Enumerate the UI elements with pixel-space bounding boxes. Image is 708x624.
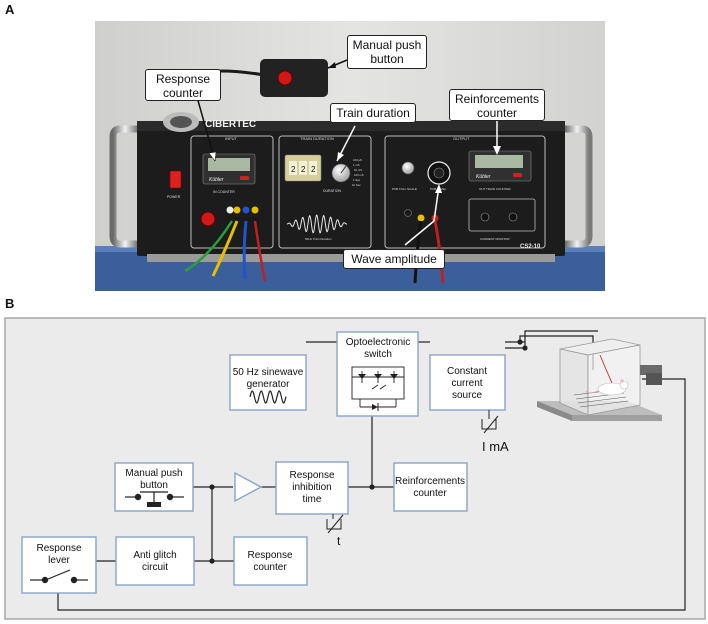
duration-label: DURATION — [323, 189, 341, 193]
input-section-frame — [190, 135, 274, 249]
agc-line-1b: circuit — [142, 562, 168, 573]
rl-line-2: lever — [48, 555, 70, 566]
amplifier-triangle — [234, 471, 263, 503]
callout-manual-push-button: Manual push button — [347, 35, 427, 69]
sinewave-icon — [249, 390, 287, 404]
input-label: INPUT — [225, 136, 238, 141]
block-constant-current-source — [429, 354, 506, 411]
resp-line-2: counter — [253, 562, 287, 573]
train-duration-sub-label: 50Hz Train Duration — [305, 237, 332, 241]
duration-option-5: 1 Sec — [353, 178, 361, 182]
resp-line-1: Response — [247, 550, 292, 561]
time-adjust-icon — [326, 514, 344, 534]
duration-option-3: 10 mS — [354, 168, 362, 172]
pcb-full-scale-label: PCB FULL SCALE — [392, 187, 417, 191]
left-handle — [109, 125, 137, 248]
push-button-switch-icon — [125, 491, 184, 507]
current-adjust-icon — [481, 410, 499, 434]
train-waveform — [286, 214, 348, 234]
sinewave-line-1: 50 Hz sinewave — [233, 367, 304, 378]
duration-option-6: 10 Sec — [352, 183, 361, 187]
thumbwheel-digit-3: 2 — [311, 165, 316, 174]
block-response-inhibition-time — [275, 461, 349, 515]
train-section-frame — [278, 135, 372, 249]
ccs-line-1: Constant — [447, 366, 487, 377]
push-button-red — [277, 70, 293, 86]
thumbwheel-digit-2: 2 — [301, 165, 306, 174]
power-label: POWER — [167, 195, 181, 199]
push-button-box — [260, 59, 328, 97]
sinewave-line-2: generator — [247, 379, 290, 390]
callout-train-duration: Train duration — [330, 103, 416, 123]
current-monitor-box — [468, 198, 536, 232]
panel-a-label: A — [5, 2, 15, 17]
ccs-line-3: source — [452, 390, 482, 401]
thumbwheel-digit-1: 2 — [291, 165, 296, 174]
rc-line-2: counter — [413, 488, 447, 499]
duration-option-1: 100 µS — [353, 158, 362, 162]
input-red-knob — [200, 211, 216, 227]
callout-response-counter: Response counter — [145, 69, 221, 101]
output-label: OUTPUT — [453, 136, 470, 141]
lever-switch-icon — [30, 569, 88, 584]
train-duration-label: TRAIN DURATION — [300, 136, 334, 141]
in-counter-lcd — [208, 158, 250, 171]
full-scale-knob — [401, 161, 415, 175]
panel-b-label: B — [5, 296, 15, 311]
callout-wave-amplitude: Wave amplitude — [343, 249, 445, 269]
callout-reinforcements-counter: Reinforcements counter — [449, 89, 545, 121]
in-counter-label: IN COUNTER — [213, 190, 235, 194]
block-reinforcements-counter — [393, 462, 468, 512]
out-counter-brand: Kübler — [476, 174, 491, 180]
out-counter-label: OUT TRAIN COUNTER — [479, 187, 512, 191]
time-label: t — [337, 534, 341, 548]
rc-line-1: Reinforcements — [395, 476, 465, 487]
block-response-counter — [233, 536, 308, 586]
rit-line-2: inhibition — [292, 482, 331, 493]
ccs-line-2: current — [451, 378, 482, 389]
agc-line-1a: Anti glitch — [133, 550, 176, 561]
model-label: CS2-10 — [520, 244, 541, 250]
duration-option-2: 1 mS — [353, 163, 360, 167]
power-switch — [169, 170, 182, 189]
opto-line-1: Optoelectronic — [346, 337, 410, 348]
duration-option-4: 100 mS — [354, 173, 364, 177]
rit-line-3: time — [303, 494, 322, 505]
in-counter-brand: Kübler — [209, 177, 224, 183]
block-response-lever — [21, 536, 97, 594]
output-section-frame — [384, 135, 546, 249]
right-handle — [565, 125, 593, 248]
rl-line-1: Response — [36, 543, 81, 554]
block-anti-glitch-circuit — [115, 536, 195, 586]
rit-line-1: Response — [289, 470, 334, 481]
operant-chamber-illustration — [537, 338, 662, 421]
current-monitor-label: CURRENT MONITOR — [480, 237, 510, 241]
out-counter-lcd — [475, 155, 523, 168]
opto-line-2: switch — [364, 349, 392, 360]
block-manual-push-button — [114, 462, 194, 512]
current-label: I mA — [482, 439, 509, 454]
brand-text: CIBERTEC — [205, 119, 256, 130]
block-sinewave-generator — [229, 354, 307, 411]
mpb-line-2: button — [140, 480, 168, 491]
mpb-line-1: Manual push — [125, 468, 182, 479]
